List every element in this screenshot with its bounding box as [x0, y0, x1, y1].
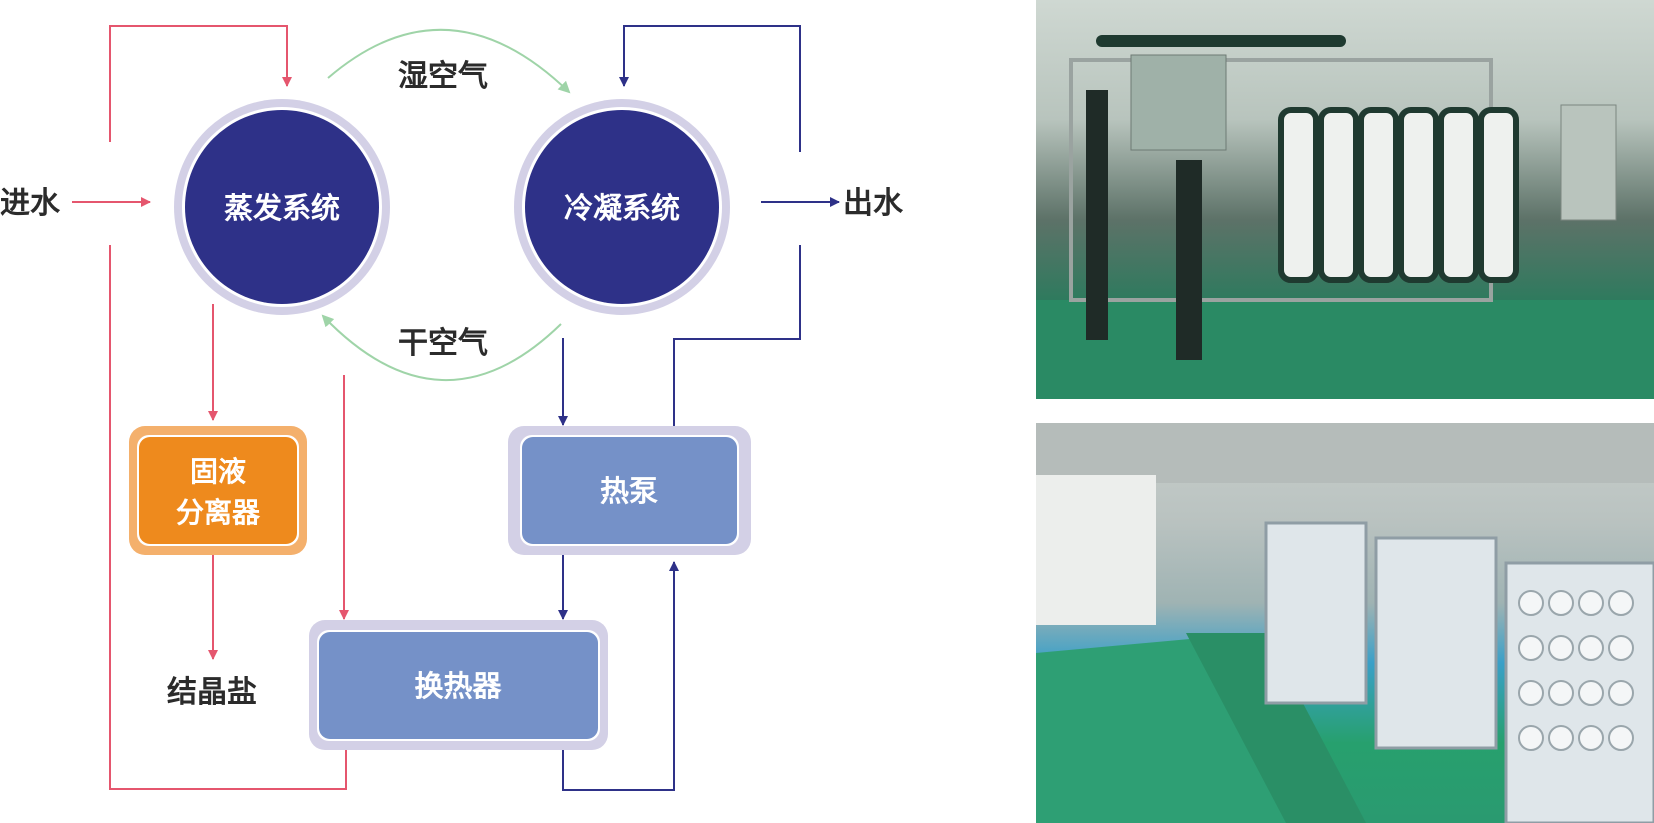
- heat-pump-node: 热泵: [508, 426, 751, 555]
- separator-label-line1: 固液: [190, 455, 246, 488]
- humid-air-label: 湿空气: [398, 59, 488, 94]
- equipment-photo-ultrafiltration: [1036, 0, 1654, 399]
- return-loop-bottom: [109, 245, 347, 790]
- exchanger-to-heatpump-return: [562, 561, 679, 791]
- condenser-node: 冷凝系统: [514, 99, 730, 315]
- water-in-label: 进水: [0, 186, 61, 221]
- ultrafiltration-illustration: [1036, 35, 1654, 399]
- red-flow-lines: [72, 25, 349, 790]
- crystal-salt-label: 结晶盐: [167, 675, 257, 710]
- ro-plant-illustration: [1036, 423, 1654, 823]
- dry-air-label: 干空气: [398, 326, 488, 361]
- separator-node: 固液 分离器: [129, 426, 307, 555]
- dry-air-arc: [321, 314, 562, 381]
- water-out-label: 出水: [843, 186, 904, 221]
- blue-flow-lines: [558, 25, 840, 791]
- condenser-loop-top: [619, 25, 801, 152]
- evaporator-node: 蒸发系统: [174, 99, 390, 315]
- evaporator-label: 蒸发系统: [224, 191, 340, 225]
- heat-pump-label: 热泵: [600, 474, 658, 508]
- separator-label-line2: 分离器: [176, 496, 261, 529]
- heat-exchanger-label: 换热器: [414, 669, 502, 703]
- heat-exchanger-node: 换热器: [309, 620, 608, 750]
- process-flow-diagram: 蒸发系统 冷凝系统 固液 分离器 热泵 换热器 进水 出水 湿空气 干空气 结晶…: [0, 25, 904, 791]
- equipment-photo-ro-plant: [1036, 423, 1654, 823]
- heatpump-to-loop: [673, 245, 801, 426]
- condenser-label: 冷凝系统: [564, 191, 680, 225]
- humid-air-arc: [327, 28, 571, 94]
- feed-loop-top: [109, 25, 292, 142]
